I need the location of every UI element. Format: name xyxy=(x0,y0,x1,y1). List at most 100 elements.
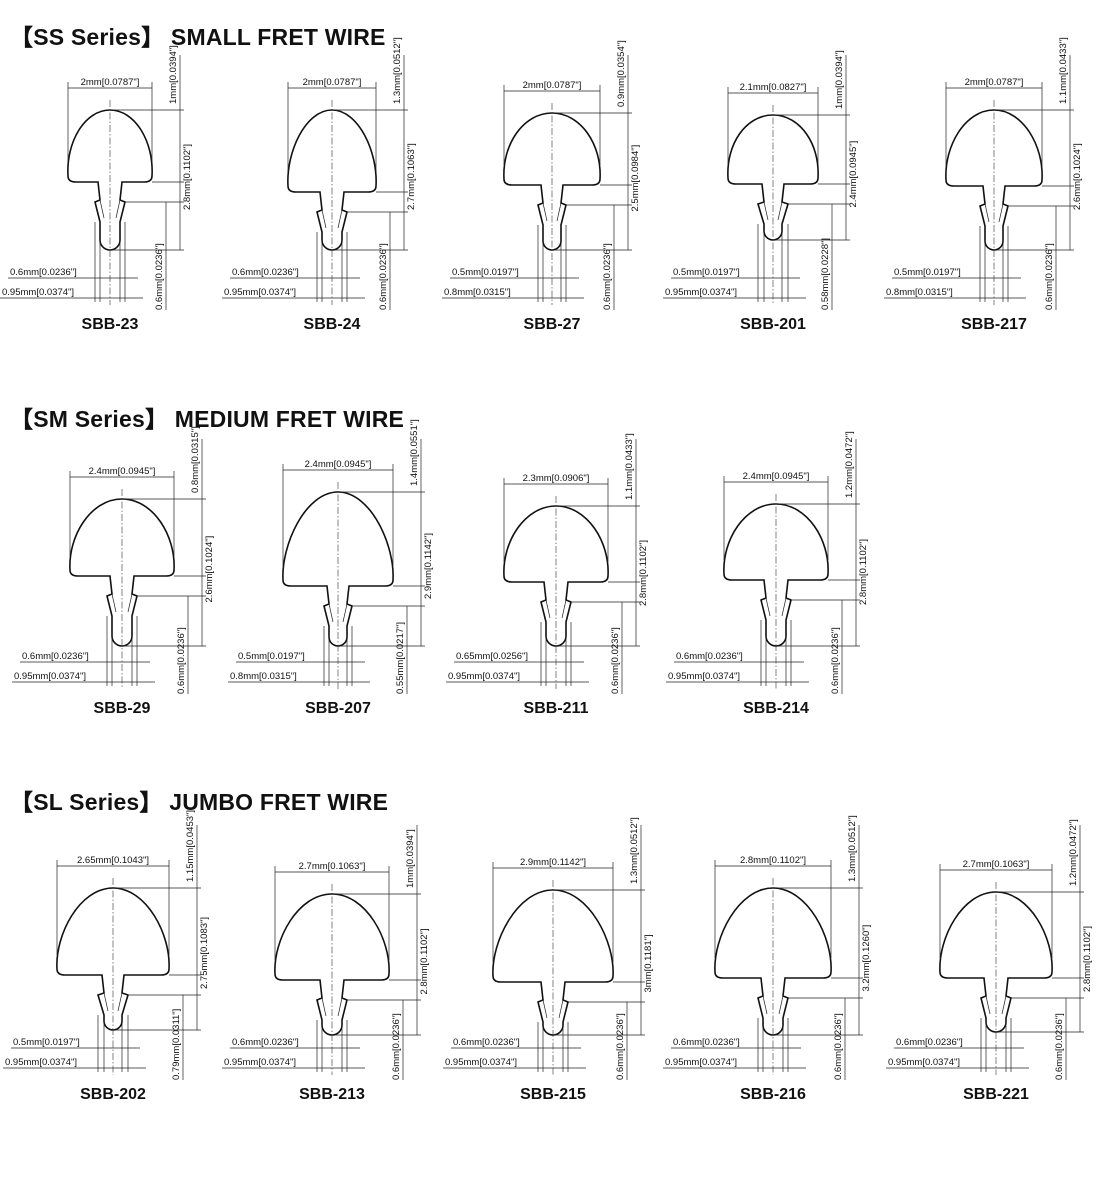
fret-profile-svg: 2mm[0.0787"] 1.3mm[0.0512"] 2.7mm[0.1063"]… xyxy=(222,37,417,310)
fret-profile-svg: 2mm[0.0787"]1mm[0.0394"]2.8mm[0.1102"]0.… xyxy=(0,45,193,310)
fret-profile-svg: 2mm[0.0787"]0.9mm[0.0354"]2.5mm[0.0984"]… xyxy=(442,40,641,310)
fret-drawing-sbb-201: 2.1mm[0.0827"]1mm[0.0394"]2.4mm[0.0945"]… xyxy=(663,40,883,340)
tang-width-label: 0.5mm[0.0197"] xyxy=(452,267,519,278)
fret-profile-svg: 2mm[0.0787"]1.1mm[0.0433"]2.6mm[0.1024"]… xyxy=(884,37,1083,310)
tang-width-label: 0.6mm[0.0236"] xyxy=(22,651,89,662)
fret-drawing-sbb-213: 2.7mm[0.1063"] 1mm[0.0394"] 2.8mm[0.1102"]… xyxy=(222,810,442,1110)
model-label: SBB-201 xyxy=(740,316,806,333)
model-label: SBB-217 xyxy=(961,316,1027,333)
crown-width-label: 2.9mm[0.1142"] xyxy=(520,857,586,868)
crown-width-label: 2.7mm[0.1063"] xyxy=(963,859,1030,870)
crown-height-label: 0.9mm[0.0354"] xyxy=(616,40,627,107)
tang-height-label: 0.6mm[0.0236"] xyxy=(1054,1013,1065,1080)
crown-width-label: 2.7mm[0.1063"] xyxy=(299,861,366,872)
fret-profile-svg: 2.9mm[0.1142"]1.3mm[0.0512"]3mm[0.1181"]… xyxy=(443,817,654,1080)
fret-drawing-sbb-217: 2mm[0.0787"]1.1mm[0.0433"]2.6mm[0.1024"]… xyxy=(884,37,1104,340)
fret-profile-svg: 2.4mm[0.0945"]1.4mm[0.0551"]2.9mm[0.1142… xyxy=(228,419,434,694)
tang-width-label: 0.5mm[0.0197"] xyxy=(673,267,740,278)
barb-width-label: 0.8mm[0.0315"] xyxy=(444,287,511,298)
total-height-label: 2.8mm[0.1102"] xyxy=(182,144,193,210)
tang-height-label: 0.6mm[0.0236"] xyxy=(610,627,621,694)
crown-width-label: 2.4mm[0.0945"] xyxy=(743,471,810,482)
barb-width-label: 0.95mm[0.0374"] xyxy=(665,287,737,298)
crown-width-label: 2.8mm[0.1102"] xyxy=(740,855,806,866)
tang-height-label: 0.6mm[0.0236"] xyxy=(176,627,187,694)
fret-profile-svg: 2.4mm[0.0945"]1.2mm[0.0472"]2.8mm[0.1102… xyxy=(666,431,869,694)
tang-width-label: 0.6mm[0.0236"] xyxy=(232,1037,299,1048)
crown-height-label: 1.3mm[0.0512"] xyxy=(629,817,640,884)
tang-width-label: 0.6mm[0.0236"] xyxy=(676,651,743,662)
total-height-label: 2.75mm[0.1083"] xyxy=(199,917,210,989)
section-title-ss: 【SS Series】 SMALL FRET WIRE xyxy=(10,24,386,50)
crown-height-label: 1.4mm[0.0551"] xyxy=(409,419,420,486)
model-label: SBB-202 xyxy=(80,1086,146,1103)
tang-height-label: 0.58mm[0.0228"] xyxy=(820,238,831,310)
crown-height-label: 1.3mm[0.0512"] xyxy=(392,37,403,104)
crown-height-label: 1.1mm[0.0433"] xyxy=(624,433,635,500)
crown-width-label: 2.3mm[0.0906"] xyxy=(523,473,590,484)
total-height-label: 2.8mm[0.1102"] xyxy=(638,540,649,606)
model-label: SBB-215 xyxy=(520,1086,586,1103)
fret-drawing-sbb-211: 2.3mm[0.0906"] 1.1mm[0.0433"] 2.8mm[0.1102… xyxy=(446,424,666,724)
total-height-label: 2.8mm[0.1102"] xyxy=(419,928,430,994)
tang-height-label: 0.6mm[0.0236"] xyxy=(615,1013,626,1080)
fret-drawing-sbb-215: 2.9mm[0.1142"]1.3mm[0.0512"]3mm[0.1181"]… xyxy=(443,810,663,1110)
tang-width-label: 0.6mm[0.0236"] xyxy=(896,1037,963,1048)
tang-width-label: 0.6mm[0.0236"] xyxy=(673,1037,740,1048)
crown-height-label: 1mm[0.0394"] xyxy=(405,829,416,888)
barb-width-label: 0.95mm[0.0374"] xyxy=(665,1057,737,1068)
fret-profile-svg: 2.65mm[0.1043"]1.15mm[0.0453"]2.75mm[0.1… xyxy=(3,810,210,1080)
fret-profile-outline xyxy=(69,498,175,647)
tang-height-label: 0.6mm[0.0236"] xyxy=(154,243,165,310)
total-height-label: 2.7mm[0.1063"] xyxy=(406,143,417,210)
model-label: SBB-221 xyxy=(963,1086,1029,1103)
tang-height-label: 0.6mm[0.0236"] xyxy=(1044,243,1055,310)
crown-width-label: 2.4mm[0.0945"] xyxy=(305,459,372,470)
tang-height-label: 0.6mm[0.0236"] xyxy=(602,243,613,310)
tang-width-label: 0.5mm[0.0197"] xyxy=(13,1037,80,1048)
barb-width-label: 0.95mm[0.0374"] xyxy=(445,1057,517,1068)
tang-width-label: 0.6mm[0.0236"] xyxy=(10,267,77,278)
crown-width-label: 2mm[0.0787"] xyxy=(303,77,362,88)
model-label: SBB-24 xyxy=(303,316,361,333)
crown-width-label: 2.65mm[0.1043"] xyxy=(77,855,149,866)
barb-width-label: 0.95mm[0.0374"] xyxy=(888,1057,960,1068)
fret-drawing-sbb-27: 2mm[0.0787"]0.9mm[0.0354"]2.5mm[0.0984"]… xyxy=(442,40,662,340)
barb-width-label: 0.8mm[0.0315"] xyxy=(230,671,297,682)
tang-height-label: 0.79mm[0.0311"] xyxy=(171,1009,182,1080)
barb-width-label: 0.95mm[0.0374"] xyxy=(224,1057,296,1068)
crown-height-label: 1.3mm[0.0512"] xyxy=(847,815,858,882)
fret-drawing-sbb-207: 2.4mm[0.0945"]1.4mm[0.0551"]2.9mm[0.1142… xyxy=(228,419,448,724)
barb-width-label: 0.95mm[0.0374"] xyxy=(668,671,740,682)
crown-width-label: 2.1mm[0.0827"] xyxy=(740,82,807,93)
tang-height-label: 0.6mm[0.0236"] xyxy=(378,243,389,310)
crown-width-label: 2mm[0.0787"] xyxy=(523,80,582,91)
total-height-label: 2.8mm[0.1102"] xyxy=(858,539,869,605)
section-title-sl: 【SL Series】 JUMBO FRET WIRE xyxy=(10,789,389,815)
fret-drawing-sbb-29: 2.4mm[0.0945"]0.8mm[0.0315"]2.6mm[0.1024… xyxy=(12,424,232,724)
fret-profile-svg: 2.4mm[0.0945"]0.8mm[0.0315"]2.6mm[0.1024… xyxy=(12,426,215,694)
model-label: SBB-23 xyxy=(81,316,139,333)
crown-height-label: 1mm[0.0394"] xyxy=(834,50,845,109)
barb-width-label: 0.95mm[0.0374"] xyxy=(14,671,86,682)
tang-height-label: 0.55mm[0.0217"] xyxy=(395,622,406,694)
barb-width-label: 0.95mm[0.0374"] xyxy=(224,287,296,298)
model-label: SBB-29 xyxy=(93,700,151,717)
tang-height-label: 0.6mm[0.0236"] xyxy=(830,627,841,694)
model-label: SBB-211 xyxy=(523,700,589,717)
fret-drawing-sbb-216: 2.8mm[0.1102"]1.3mm[0.0512"]3.2mm[0.1260… xyxy=(663,810,883,1110)
fret-drawing-sbb-24: 2mm[0.0787"] 1.3mm[0.0512"] 2.7mm[0.1063"]… xyxy=(222,37,442,340)
crown-width-label: 2mm[0.0787"] xyxy=(81,77,140,88)
tang-width-label: 0.5mm[0.0197"] xyxy=(238,651,305,662)
fret-profile-svg: 2.3mm[0.0906"] 1.1mm[0.0433"] 2.8mm[0.1102… xyxy=(446,433,649,694)
fret-drawing-sbb-221: 2.7mm[0.1063"]1.2mm[0.0472"]2.8mm[0.1102… xyxy=(886,810,1106,1110)
model-label: SBB-216 xyxy=(740,1086,806,1103)
section-title-sm: 【SM Series】 MEDIUM FRET WIRE xyxy=(10,406,405,432)
tang-width-label: 0.5mm[0.0197"] xyxy=(894,267,961,278)
tang-height-label: 0.6mm[0.0236"] xyxy=(833,1013,844,1080)
barb-width-label: 0.95mm[0.0374"] xyxy=(2,287,74,298)
crown-height-label: 0.8mm[0.0315"] xyxy=(190,426,201,493)
tang-width-label: 0.65mm[0.0256"] xyxy=(456,651,528,662)
fret-profile-svg: 2.7mm[0.1063"] 1mm[0.0394"] 2.8mm[0.1102"]… xyxy=(222,825,430,1080)
barb-width-label: 0.95mm[0.0374"] xyxy=(448,671,520,682)
